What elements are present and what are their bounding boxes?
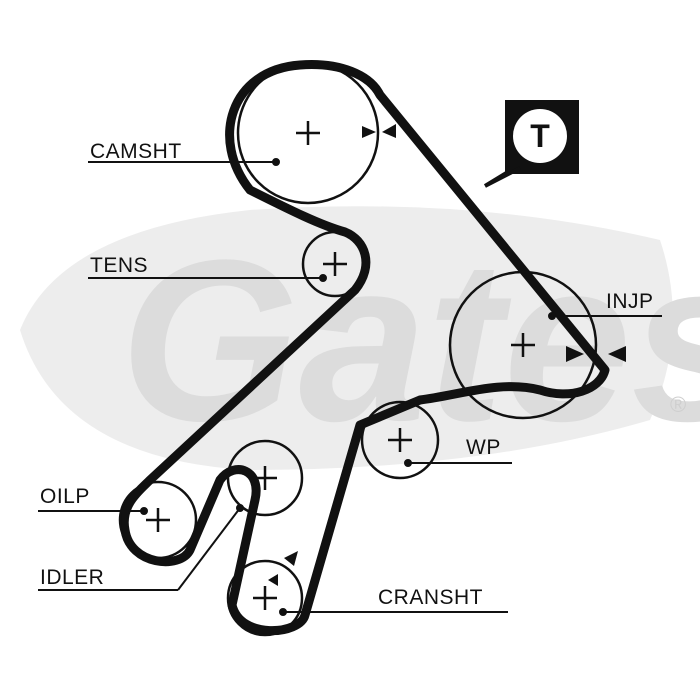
- watermark-text: Gates: [120, 212, 700, 469]
- tensioner-pulley: [301, 230, 369, 298]
- tensioner-badge: T: [483, 100, 579, 188]
- water-pump-pulley: [360, 400, 440, 480]
- camshaft-timing-mark: [362, 124, 396, 138]
- registered-mark: ®: [670, 392, 686, 417]
- label-idler: IDLER: [40, 566, 104, 589]
- injection-pump-timing-mark: [566, 346, 626, 362]
- label-water-pump: WP: [466, 436, 501, 459]
- oil-pump-pulley: [118, 480, 198, 560]
- idler-pulley: [226, 439, 304, 517]
- label-oil-pump: OILP: [40, 485, 90, 508]
- injection-pump-pulley: [448, 270, 598, 420]
- crankshaft-pulley: [226, 559, 304, 637]
- leader-lines: [38, 158, 662, 616]
- label-tensioner: TENS: [90, 254, 148, 277]
- label-camshaft: CAMSHT: [90, 140, 182, 163]
- crankshaft-timing-mark: [268, 551, 298, 586]
- camshaft-pulley: [236, 61, 380, 205]
- tensioner-badge-letter: T: [530, 118, 550, 154]
- label-injection-pump: INJP: [606, 290, 654, 313]
- label-crankshaft: CRANSHT: [378, 586, 483, 609]
